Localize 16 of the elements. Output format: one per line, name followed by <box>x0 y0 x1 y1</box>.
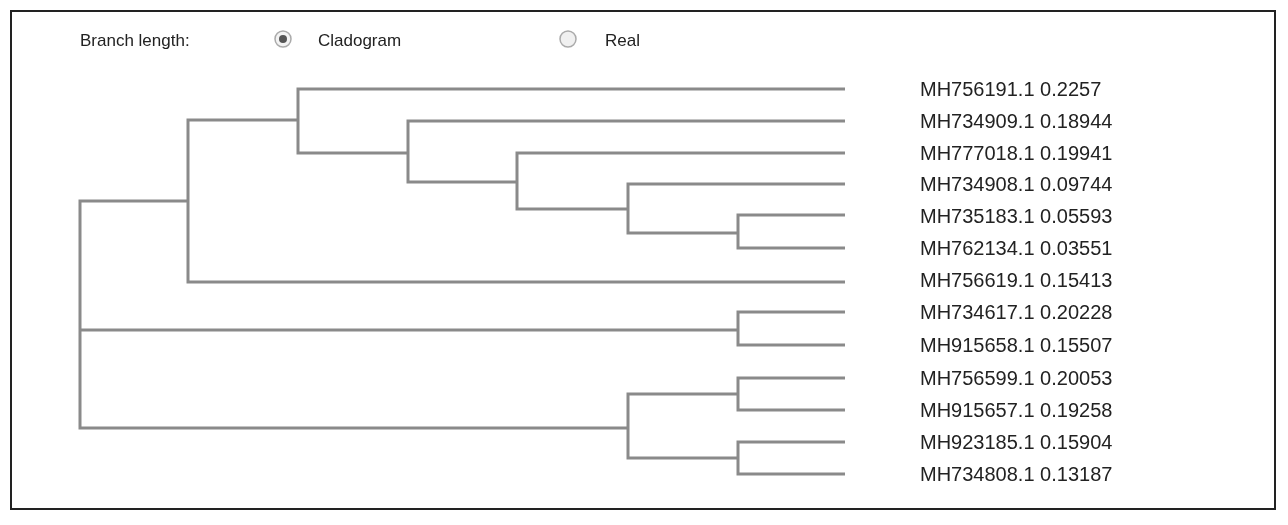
leaf-label: MH734808.1 0.13187 <box>920 462 1113 486</box>
leaf-label: MH762134.1 0.03551 <box>920 236 1113 260</box>
leaf-label: MH734908.1 0.09744 <box>920 172 1113 196</box>
option-label: Branch length: <box>80 31 190 51</box>
leaf-label: MH915657.1 0.19258 <box>920 398 1113 422</box>
leaf-label: MH915658.1 0.15507 <box>920 333 1113 357</box>
leaf-label: MH756599.1 0.20053 <box>920 366 1113 390</box>
leaf-label: MH735183.1 0.05593 <box>920 204 1113 228</box>
leaf-label: MH734909.1 0.18944 <box>920 109 1113 133</box>
radio-label: Cladogram <box>318 31 402 51</box>
leaf-label: MH756619.1 0.15413 <box>920 268 1113 292</box>
leaf-label: MH923185.1 0.15904 <box>920 430 1113 454</box>
leaf-label: MH777018.1 0.19941 <box>920 141 1113 165</box>
radio-label: Real <box>605 31 640 51</box>
leaf-label: MH734617.1 0.20228 <box>920 300 1113 324</box>
leaf-label: MH756191.1 0.2257 <box>920 77 1102 101</box>
